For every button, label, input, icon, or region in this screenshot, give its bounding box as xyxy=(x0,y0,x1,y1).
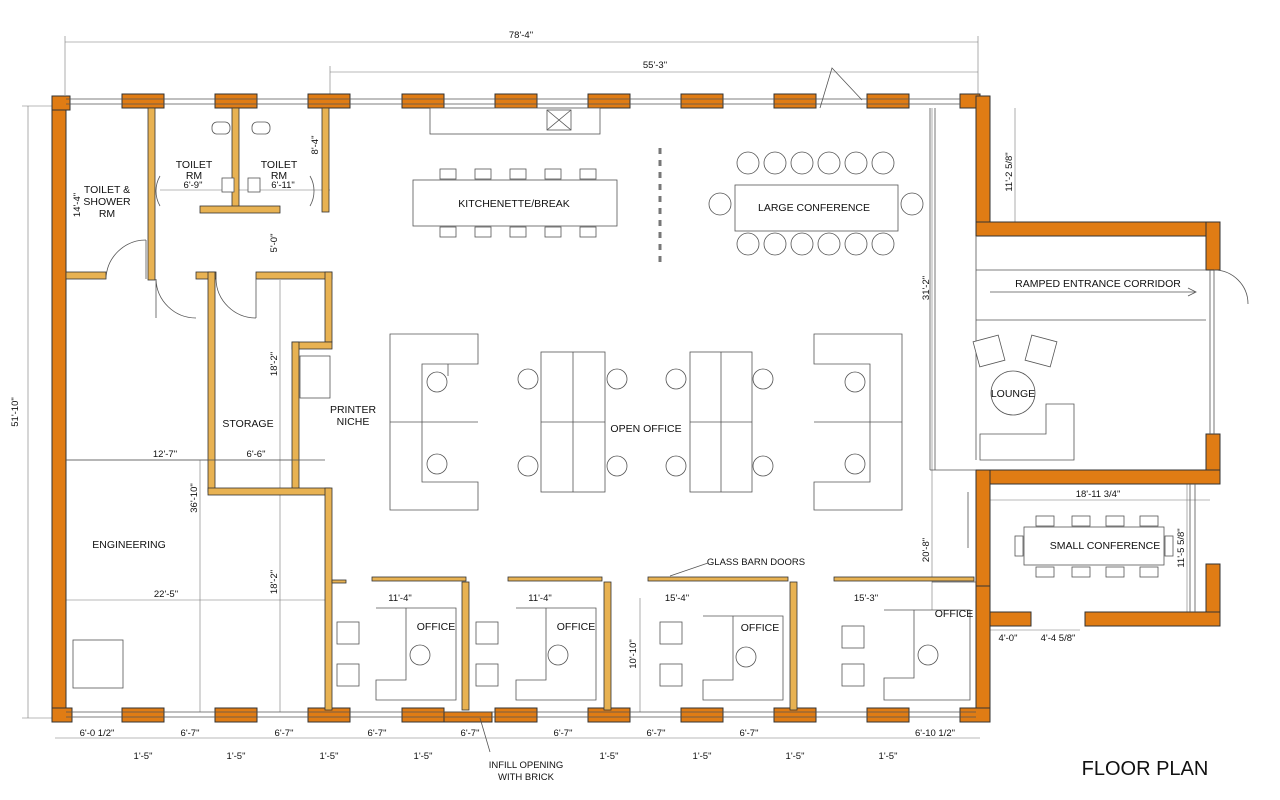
dim-door-1: 4'-0" xyxy=(999,633,1018,644)
dim-office-h: 10'-10" xyxy=(628,639,639,668)
room-engineering: ENGINEERING xyxy=(92,539,166,551)
dim-eng-lower-h: 18'-2" xyxy=(269,570,280,594)
dim-overall-height: 51'-10" xyxy=(10,397,21,426)
pier-dimension-row: 1'-5" 1'-5" 1'-5" 1'-5" 1'-5" 1'-5" 1'-5" 1'-5" xyxy=(134,751,898,762)
dimension-labels: 78'-4" 55'-3" 51'-10" 14'-4" 8'-4" 6'-9"… xyxy=(10,30,1187,762)
dim-bottom-7: 6'-7" xyxy=(647,728,666,739)
conference-chairs xyxy=(708,151,924,256)
dim-bottom-8: 6'-7" xyxy=(740,728,759,739)
bottom-dimension-row: 6'-0 1/2" 6'-7" 6'-7" 6'-7" 6'-7" 6'-7" 6'-7" 6… xyxy=(80,728,955,739)
plan-title: FLOOR PLAN xyxy=(1082,758,1209,780)
dim-eng-w: 12'-7" xyxy=(153,449,177,460)
dim-pier-6: 1'-5" xyxy=(693,751,712,762)
dim-bottom-5: 6'-7" xyxy=(461,728,480,739)
dim-pier-7: 1'-5" xyxy=(786,751,805,762)
dim-storage-h: 18'-2" xyxy=(269,352,280,376)
dim-door-2: 4'-4 5/8" xyxy=(1041,633,1076,644)
dim-office-w4: 15'-3" xyxy=(854,593,878,604)
dim-office-w2: 11'-4" xyxy=(528,593,552,604)
dim-storage-w: 6'-6" xyxy=(247,449,266,460)
dim-bottom-2: 6'-7" xyxy=(181,728,200,739)
furniture xyxy=(72,107,1174,753)
room-office-2: OFFICE xyxy=(557,621,596,633)
room-large-conference: LARGE CONFERENCE xyxy=(758,202,870,214)
dim-bottom-6: 6'-7" xyxy=(554,728,573,739)
office-furniture xyxy=(336,607,971,701)
dim-pier-1: 1'-5" xyxy=(134,751,153,762)
dimension-lines xyxy=(22,36,1210,739)
room-ramped-corridor: RAMPED ENTRANCE CORRIDOR xyxy=(1015,278,1181,290)
room-storage: STORAGE xyxy=(222,418,273,430)
dim-right-h: 11'-2 5/8" xyxy=(1004,152,1015,191)
room-office-1: OFFICE xyxy=(417,621,456,633)
room-office-3: OFFICE xyxy=(741,622,780,634)
small-conference-chairs xyxy=(1014,515,1174,578)
dim-open-h: 31'-2" xyxy=(921,276,932,300)
room-office-4: OFFICE xyxy=(935,608,974,620)
dim-toilet-w1: 6'-9" xyxy=(184,180,203,191)
dim-small-conf-w: 18'-11 3/4" xyxy=(1076,489,1121,500)
dim-lower-right-h: 20'-8" xyxy=(921,538,932,562)
dim-hall-gap: 5'-0" xyxy=(269,234,280,253)
dim-office-w3: 15'-4" xyxy=(665,593,689,604)
dim-toilet-shower-h: 14'-4" xyxy=(72,193,83,217)
dim-bottom-4: 6'-7" xyxy=(368,728,387,739)
dim-eng-h: 36'-10" xyxy=(189,483,200,512)
partitions xyxy=(66,67,1249,612)
open-office-chairs xyxy=(426,368,866,477)
dim-bottom-9: 6'-10 1/2" xyxy=(915,728,955,739)
dim-pier-4: 1'-5" xyxy=(414,751,433,762)
kitchen-chairs xyxy=(439,168,597,238)
dim-toilet-w2: 6'-11" xyxy=(271,180,295,191)
dim-bottom-3: 6'-7" xyxy=(275,728,294,739)
interior-walls xyxy=(65,107,975,711)
dim-pier-8: 1'-5" xyxy=(879,751,898,762)
dim-office-w1: 11'-4" xyxy=(388,593,412,604)
exterior-walls xyxy=(51,93,1221,723)
dim-pier-3: 1'-5" xyxy=(320,751,339,762)
note-glass-barn-doors: GLASS BARN DOORS xyxy=(707,557,805,568)
dim-eng-lower-w: 22'-5" xyxy=(154,589,178,600)
dim-bottom-1: 6'-0 1/2" xyxy=(80,728,115,739)
room-small-conference: SMALL CONFERENCE xyxy=(1050,540,1160,552)
dim-pier-2: 1'-5" xyxy=(227,751,246,762)
dim-pier-5: 1'-5" xyxy=(600,751,619,762)
room-lounge: LOUNGE xyxy=(991,388,1035,400)
room-kitchenette: KITCHENETTE/BREAK xyxy=(458,198,569,210)
dim-inner-width: 55'-3" xyxy=(643,60,667,71)
dim-overall-width: 78'-4" xyxy=(509,30,533,41)
room-open-office: OPEN OFFICE xyxy=(610,423,681,435)
dim-toilet-h: 8'-4" xyxy=(310,136,321,155)
dim-small-conf-h: 11'-5 5/8" xyxy=(1176,528,1187,567)
